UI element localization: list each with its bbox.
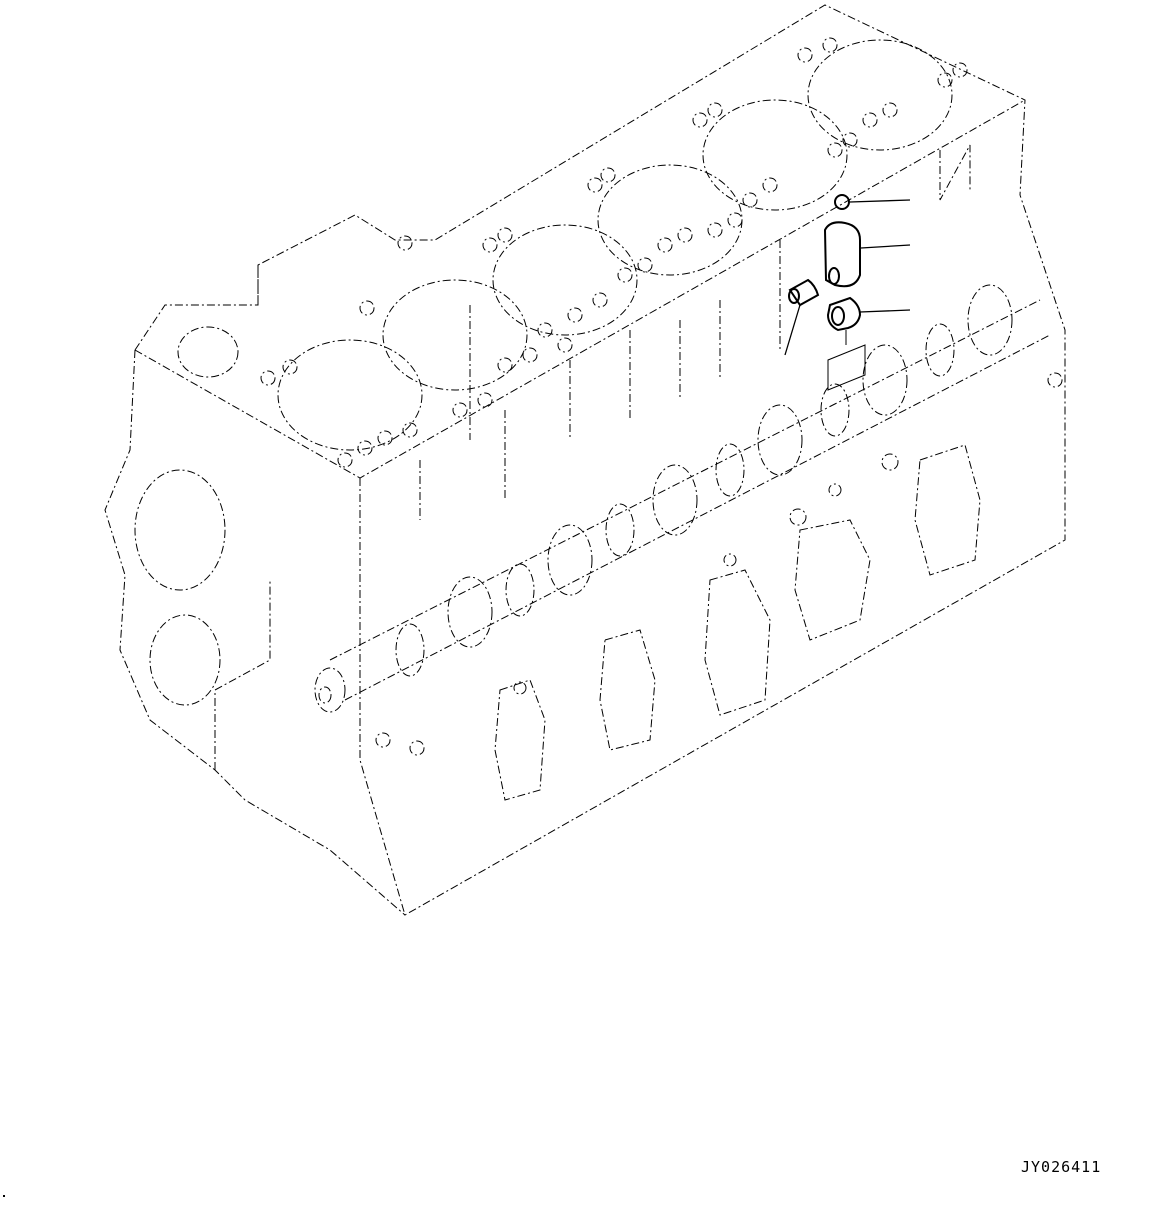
callout-part-2 <box>823 221 911 288</box>
block-side-features <box>134 372 1063 801</box>
camshaft <box>314 284 1051 713</box>
callout-part-3 <box>826 296 911 391</box>
callout-part-1 <box>834 194 911 210</box>
corner-dot <box>3 1195 5 1197</box>
drawing-code-label: JY026411 <box>1021 1158 1102 1176</box>
callout-part-4 <box>784 278 820 356</box>
cylinder-bores <box>177 39 953 451</box>
deck-holes <box>260 37 968 468</box>
